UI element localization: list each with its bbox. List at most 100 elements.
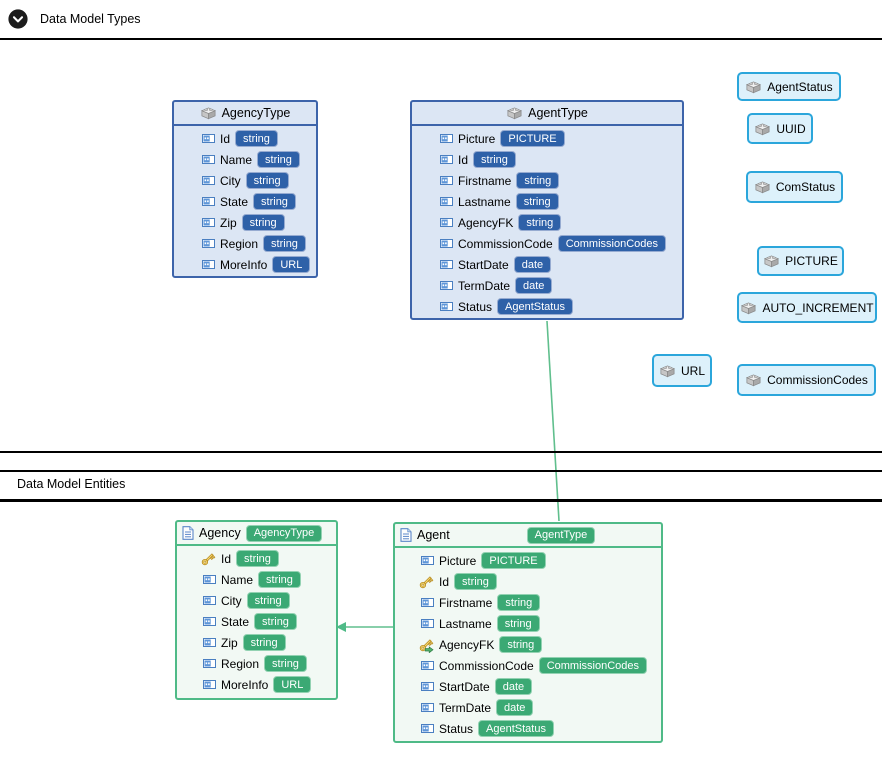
- key-arrow-icon: [418, 637, 434, 653]
- field-row[interactable]: AgencyFK string: [395, 634, 661, 655]
- field-name: Name: [220, 152, 253, 167]
- input-field-icon: [203, 680, 216, 689]
- input-field-icon: [440, 176, 453, 185]
- field-name: State: [221, 614, 250, 629]
- field-type-badge: string: [246, 592, 290, 609]
- package-icon: [659, 364, 676, 378]
- field-name: Lastname: [458, 194, 511, 209]
- package-icon: [763, 254, 780, 268]
- section-title-types: Data Model Types: [40, 12, 141, 26]
- package-icon: [506, 106, 523, 120]
- field-name: City: [221, 593, 242, 608]
- simple-type-picture[interactable]: PICTURE: [757, 246, 844, 276]
- simple-type-label: URL: [680, 363, 705, 378]
- field-type-badge: string: [473, 151, 516, 168]
- field-type-badge: string: [236, 550, 279, 567]
- input-field-icon: [203, 638, 216, 647]
- input-field-icon: [440, 239, 453, 248]
- entity-name: Agent: [417, 528, 450, 542]
- field-name: Lastname: [439, 616, 492, 631]
- section-divider: [0, 451, 882, 453]
- field-type-badge: string: [257, 151, 300, 168]
- field-type-badge: string: [263, 235, 306, 252]
- field-type-badge: date: [496, 699, 534, 716]
- field-name: StartDate: [458, 257, 509, 272]
- field-type-badge: string: [264, 655, 307, 672]
- simple-type-auto-increment[interactable]: AUTO_INCREMENT: [737, 292, 877, 323]
- simple-type-label: PICTURE: [785, 254, 838, 268]
- field-name: CommissionCode: [439, 658, 534, 673]
- key-icon: [200, 551, 216, 567]
- field-type-badge: PICTURE: [500, 130, 565, 147]
- simple-type-commissioncodes[interactable]: CommissionCodes: [737, 364, 876, 396]
- input-field-icon: [421, 703, 434, 712]
- entity-box-header: Agent AgentType: [395, 524, 661, 548]
- input-field-icon: [440, 218, 453, 227]
- field-name: StartDate: [439, 679, 490, 694]
- field-type-badge: string: [518, 214, 562, 231]
- field-type-badge: URL: [272, 256, 311, 273]
- package-icon: [200, 106, 217, 120]
- field-row[interactable]: StartDate date: [412, 254, 682, 275]
- input-field-icon: [440, 260, 453, 269]
- field-type-badge: URL: [273, 676, 312, 693]
- simple-type-url[interactable]: URL: [652, 354, 712, 387]
- field-type-badge: PICTURE: [481, 552, 546, 569]
- type-name: AgentType: [528, 106, 588, 120]
- field-name: AgencyFK: [439, 637, 495, 652]
- input-field-icon: [202, 197, 215, 206]
- simple-type-uuid[interactable]: UUID: [747, 113, 813, 144]
- field-row[interactable]: City string: [177, 590, 336, 611]
- field-name: Status: [458, 299, 493, 314]
- field-type-badge: date: [513, 256, 552, 273]
- field-type-badge: string: [242, 634, 286, 651]
- simple-type-label: AUTO_INCREMENT: [762, 300, 874, 315]
- simple-type-label: ComStatus: [775, 180, 836, 194]
- simple-type-comstatus[interactable]: ComStatus: [746, 171, 843, 203]
- field-type-badge: string: [499, 636, 543, 653]
- simple-type-agentstatus[interactable]: AgentStatus: [737, 72, 841, 101]
- field-name: Firstname: [439, 595, 493, 610]
- document-icon: [400, 528, 412, 542]
- chevron-down-icon[interactable]: [8, 9, 28, 29]
- field-type-badge: string: [454, 573, 497, 590]
- field-name: City: [220, 173, 241, 188]
- field-row[interactable]: Name string: [174, 149, 316, 170]
